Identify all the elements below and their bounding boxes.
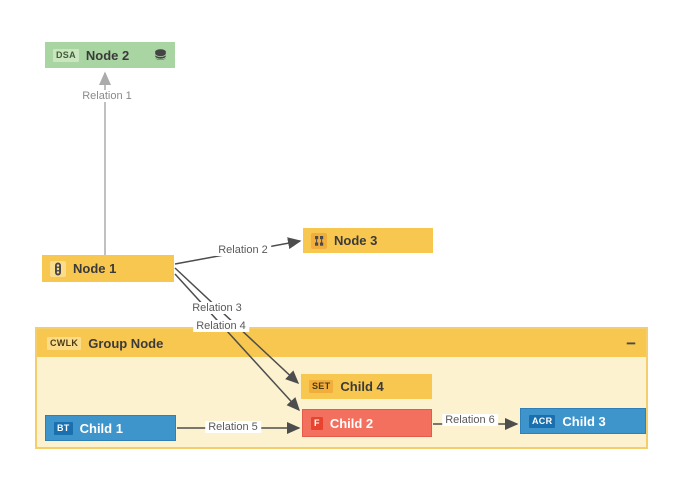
edge-label-relation-3[interactable]: Relation 3 [189, 302, 245, 314]
group-label: Group Node [88, 335, 164, 351]
stack-icon [154, 49, 167, 61]
child-2[interactable]: F Child 2 [302, 409, 432, 437]
edge-label-relation-6[interactable]: Relation 6 [442, 414, 498, 426]
child-1[interactable]: BT Child 1 [45, 415, 176, 441]
child-2-badge: F [311, 416, 323, 430]
edge-label-relation-4[interactable]: Relation 4 [193, 320, 249, 332]
edge-label-relation-2[interactable]: Relation 2 [215, 244, 271, 256]
child-1-label: Child 1 [79, 420, 123, 436]
node-2[interactable]: DSA Node 2 [45, 42, 175, 68]
edge-label-relation-1[interactable]: Relation 1 [79, 90, 135, 102]
edge-label-relation-5[interactable]: Relation 5 [205, 421, 261, 433]
group-node-header[interactable]: CWLK Group Node − [37, 329, 646, 357]
child-1-badge: BT [54, 421, 73, 435]
node-3-label: Node 3 [334, 233, 378, 248]
child-3-label: Child 3 [562, 413, 606, 429]
node-1[interactable]: Node 1 [42, 255, 174, 282]
child-4-badge: SET [309, 380, 334, 393]
node-2-badge: DSA [53, 48, 79, 62]
group-badge: CWLK [47, 336, 82, 350]
traffic-light-icon [50, 260, 66, 277]
node-2-label: Node 2 [85, 47, 130, 63]
collapse-group-button[interactable]: − [626, 333, 636, 353]
child-3[interactable]: ACR Child 3 [520, 408, 646, 434]
hierarchy-icon [311, 232, 327, 249]
edge-relation-4[interactable] [174, 273, 301, 412]
child-4[interactable]: SET Child 4 [301, 374, 432, 399]
node-3[interactable]: Node 3 [303, 228, 433, 253]
child-2-label: Child 2 [329, 415, 374, 431]
child-4-label: Child 4 [340, 379, 384, 394]
node-1-label: Node 1 [73, 261, 117, 276]
child-3-badge: ACR [529, 414, 556, 428]
